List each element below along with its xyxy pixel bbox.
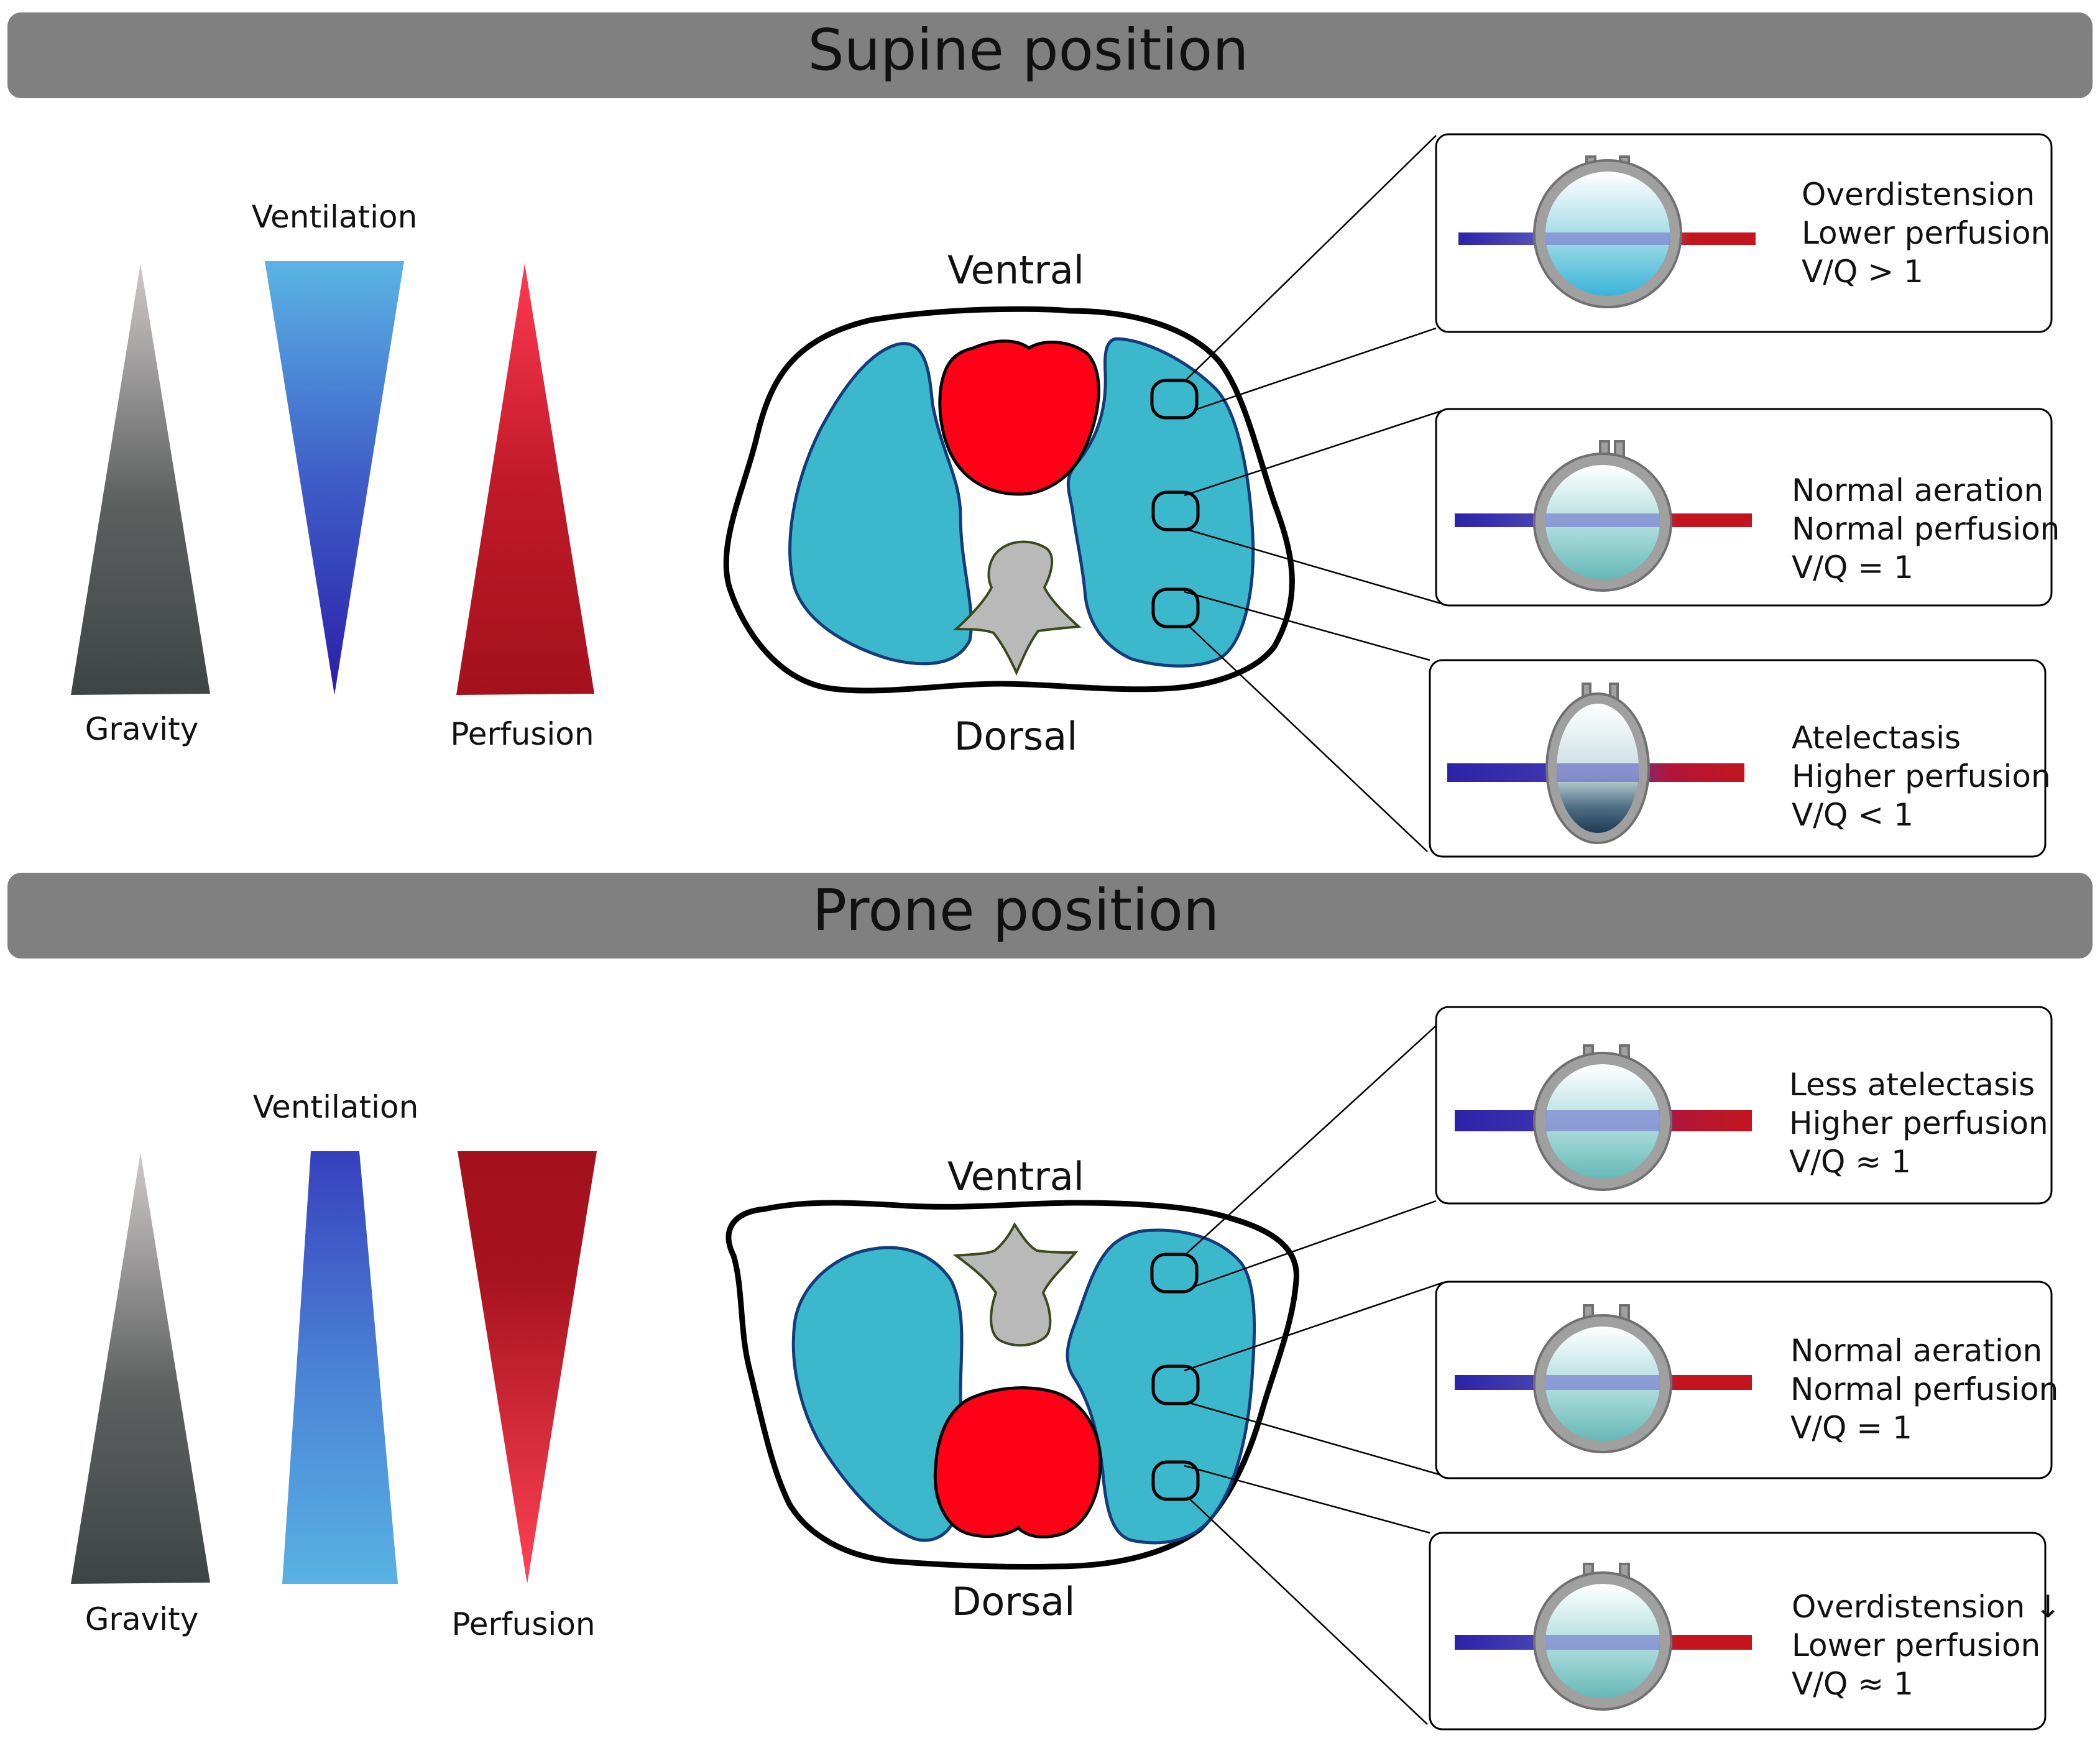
heart [938,339,1100,496]
box-line-1: Less atelectasis [1789,1067,2035,1103]
box-line-3: V/Q ≈ 1 [1789,1144,1911,1180]
sample-region-dorsal [1151,587,1200,628]
vertebra [952,1221,1079,1347]
sample-region-ventral [1150,379,1199,420]
box-line-1: Normal aeration [1792,472,2043,508]
perfusion-gradient [456,264,594,695]
thorax-cross-section [725,1200,1299,1570]
box-line-3: V/Q = 1 [1792,549,1913,586]
box-line-3: V/Q ≈ 1 [1792,1666,1913,1702]
left-lung [791,1246,964,1542]
sample-region-ventral [1150,1253,1199,1294]
gravity-gradient [71,264,210,695]
supine-title-banner [7,12,2093,98]
thorax-cross-section [723,306,1295,694]
zoom-box-atelectasis: Atelectasis Higher perfusion V/Q < 1 [1429,659,2051,858]
alveolus-icon [1533,1304,1672,1453]
alveolus-icon [1533,155,1682,308]
zoom-box-less-atelectasis: Less atelectasis Higher perfusion V/Q ≈ … [1435,1006,2053,1205]
dorsal-label: Dorsal [954,714,1078,759]
alveolus-icon [1533,440,1672,592]
box-line-3: V/Q > 1 [1802,254,1923,290]
ventilation-label: Ventilation [253,1089,419,1125]
left-lung [788,342,973,666]
perfusion-label: Perfusion [450,716,594,752]
prone-title-banner [7,873,2093,959]
box-line-1: Overdistension ↓ [1792,1589,2061,1625]
zoom-connectors [1184,1025,1444,1725]
right-lung [1066,1228,1256,1545]
zoom-connectors [1184,135,1444,852]
prone-title: Prone position [813,877,1220,944]
zoom-box-normal: Normal aeration Normal perfusion V/Q = 1 [1435,1281,2058,1479]
zoom-box-overdistension: Overdistension Lower perfusion V/Q > 1 [1435,133,2053,333]
alveolus-icon [1545,683,1650,844]
box-line-1: Normal aeration [1790,1333,2042,1369]
ventral-label: Ventral [947,1154,1084,1199]
box-line-3: V/Q = 1 [1790,1410,1912,1446]
box-line-2: Lower perfusion [1802,215,2050,251]
zoom-box-normal: Normal aeration Normal perfusion V/Q = 1 [1435,408,2060,607]
sample-region-dorsal [1151,1460,1200,1501]
dorsal-label: Dorsal [952,1579,1075,1624]
zoom-box-overdistension-reduced: Overdistension ↓ Lower perfusion V/Q ≈ 1 [1429,1532,2061,1731]
ventilation-gradient [265,261,404,695]
perfusion-label: Perfusion [451,1606,595,1642]
gravity-gradient [71,1152,210,1584]
ventilation-gradient [282,1151,398,1584]
supine-title: Supine position [808,17,1248,83]
heart [933,1386,1102,1538]
vertebra [952,540,1082,676]
box-line-1: Atelectasis [1792,720,1961,756]
box-line-2: Higher perfusion [1792,758,2051,794]
box-line-2: Normal perfusion [1792,511,2060,547]
supine-panel: Supine position Gravity Ventilation Perf… [7,12,2093,858]
box-line-1: Overdistension [1802,177,2035,213]
alveolus-icon [1533,1044,1672,1191]
gravity-label: Gravity [85,1601,199,1637]
gravity-label: Gravity [85,711,199,747]
prone-panel: Prone position Gravity Ventilation Perfu… [7,873,2093,1731]
box-line-2: Higher perfusion [1789,1105,2048,1141]
box-line-2: Lower perfusion [1792,1627,2040,1663]
ventilation-label: Ventilation [252,199,418,235]
alveolus-icon [1533,1563,1672,1711]
sample-region-middle [1151,490,1200,531]
perfusion-gradient [458,1151,597,1584]
sample-region-middle [1151,1364,1200,1405]
box-line-3: V/Q < 1 [1792,797,1913,833]
right-lung [1066,337,1255,668]
box-line-2: Normal perfusion [1790,1371,2058,1407]
ventral-label: Ventral [947,247,1084,293]
